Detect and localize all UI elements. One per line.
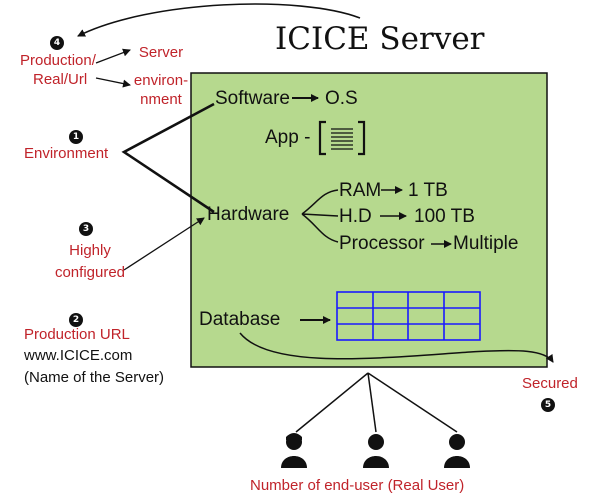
hd-label: H.D	[339, 206, 372, 227]
url-text: www.ICICE.com	[24, 347, 133, 364]
title-to-production-arrow	[77, 3, 361, 37]
hd-value: 100 TB	[414, 206, 475, 227]
processor-label: Processor	[339, 233, 425, 254]
user-icon	[444, 434, 470, 468]
url-note: (Name of the Server)	[24, 369, 165, 386]
badge-1: 1	[69, 130, 83, 144]
hardware-branch	[301, 189, 339, 243]
highly-configured-line2: configured	[54, 264, 126, 281]
software-label: Software	[215, 88, 290, 109]
page-title: ICICE Server	[275, 21, 485, 57]
badge-2: 2	[69, 313, 83, 327]
user-icon	[363, 434, 389, 468]
highly-configured-line1: Highly	[69, 242, 111, 259]
server-environment-line1: Server	[138, 44, 184, 61]
user-connector-lines	[295, 372, 458, 433]
production-url-label: Production URL	[24, 326, 130, 343]
server-box	[190, 72, 548, 368]
production-arrow-2	[95, 77, 131, 88]
server-environment-line3: nment	[140, 91, 182, 108]
highly-configured-arrow	[123, 217, 205, 271]
end-users-label: Number of end-user (Real User)	[250, 477, 465, 494]
badge-3: 3	[79, 222, 93, 236]
secured-arrow	[239, 332, 554, 363]
ram-label: RAM	[339, 180, 382, 201]
hardware-label: Hardware	[207, 204, 290, 225]
database-label: Database	[199, 309, 281, 330]
user-icon	[281, 433, 307, 468]
app-label: App -	[265, 127, 311, 148]
secured-label: Secured	[522, 375, 578, 392]
environment-bracket	[121, 102, 215, 214]
ram-value: 1 TB	[408, 180, 448, 201]
database-grid	[336, 291, 481, 341]
production-label-line2: Real/Url	[33, 71, 88, 88]
os-label: O.S	[325, 88, 358, 109]
production-arrow-1	[95, 48, 131, 64]
production-label-line1: Production/	[20, 52, 96, 69]
environment-label: Environment	[24, 145, 109, 162]
server-environment-line2: environ-	[133, 72, 189, 89]
processor-value: Multiple	[453, 233, 519, 254]
document-icon	[318, 120, 366, 156]
badge-4: 4	[50, 36, 64, 50]
badge-5: 5	[541, 398, 555, 412]
